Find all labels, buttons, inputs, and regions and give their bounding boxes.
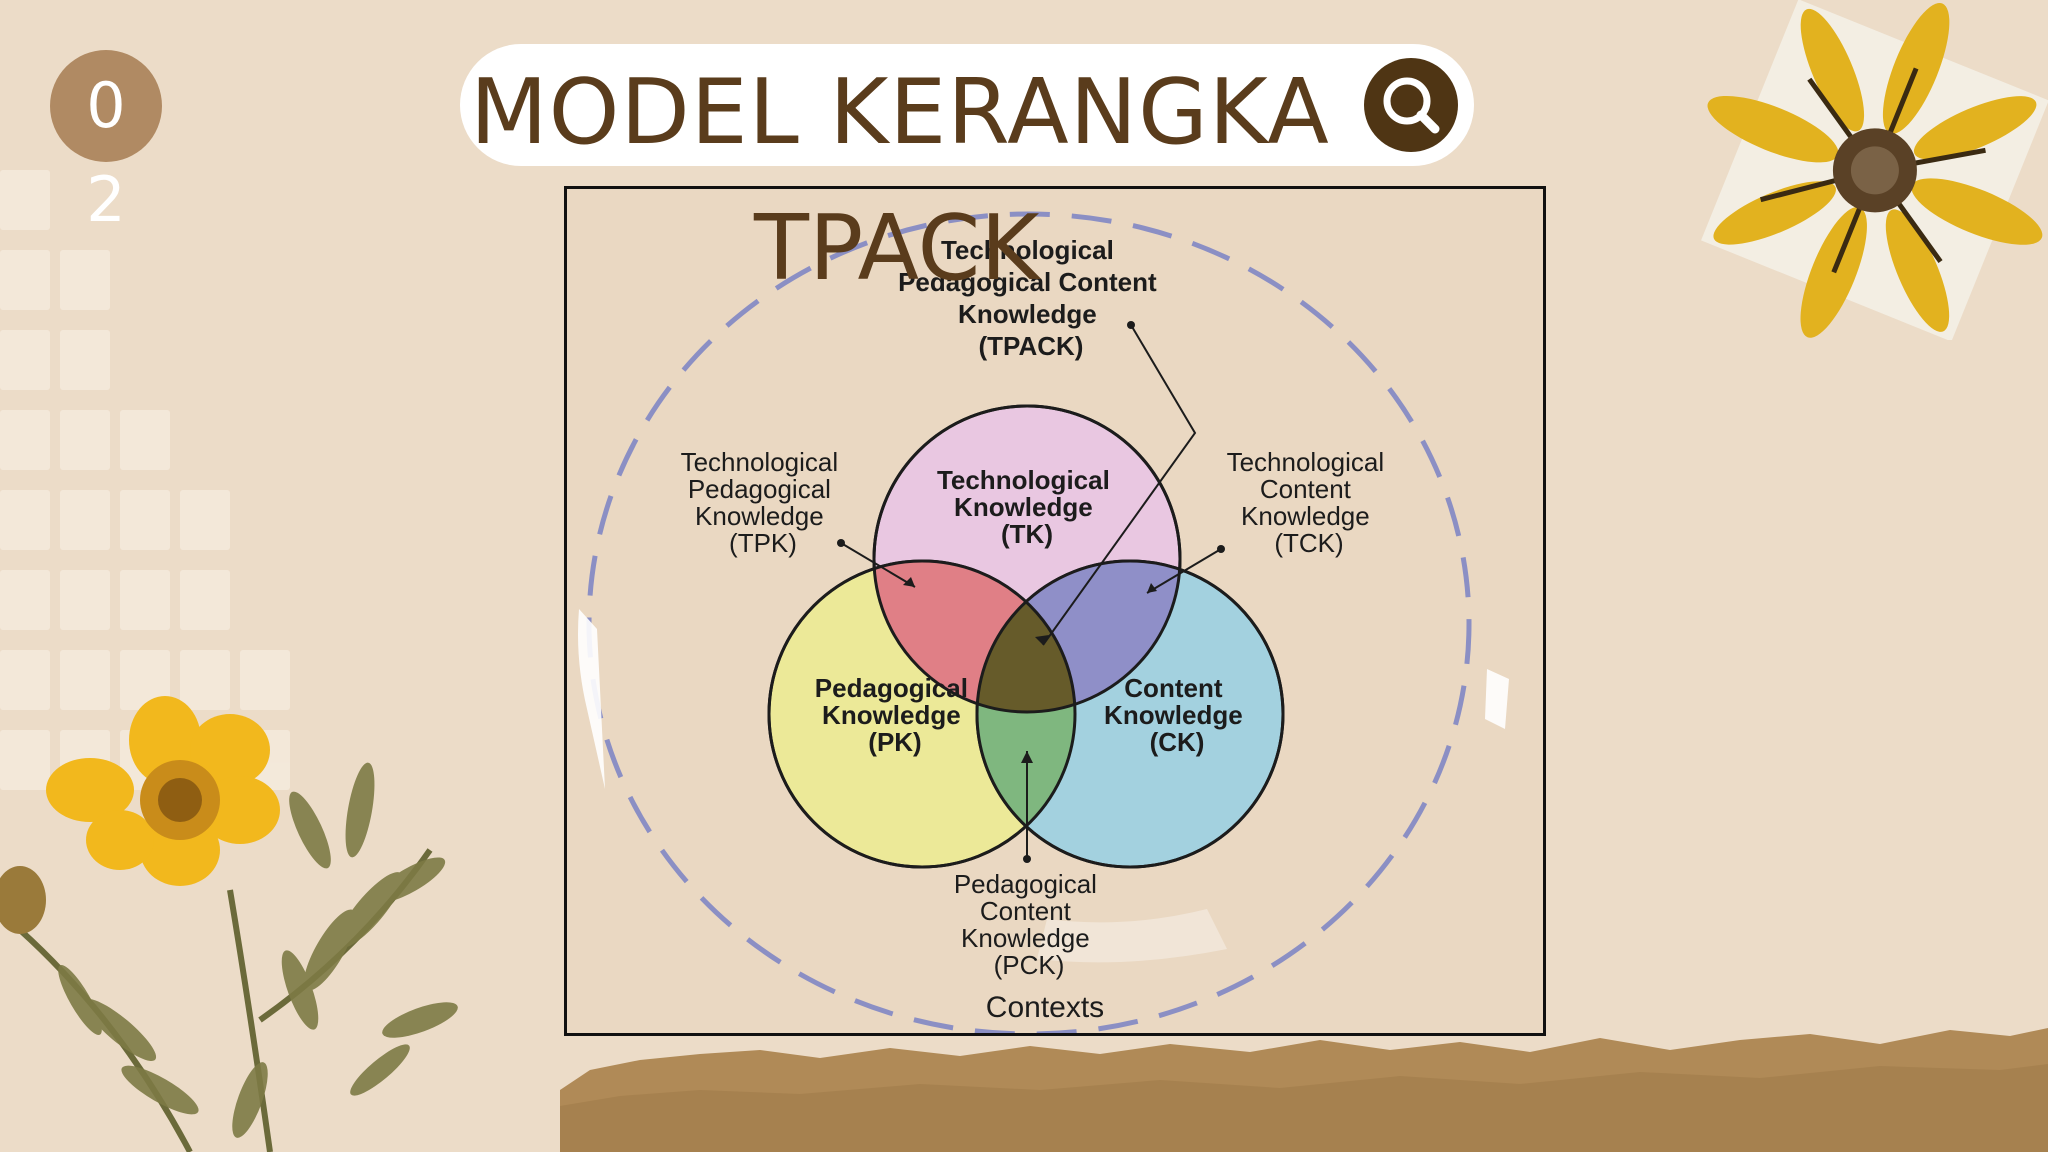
tck-label: Technological Content Knowledge (TCK) xyxy=(1227,447,1392,558)
title-pill xyxy=(460,44,1474,166)
tpack-pointer xyxy=(1042,324,1197,646)
tpack-label: Technological Pedagogical Content Knowle… xyxy=(898,235,1164,361)
page-title-line2: TPACK xyxy=(754,196,1040,301)
search-icon xyxy=(1383,77,1440,134)
pk-label: Pedagogical Knowledge (PK) xyxy=(815,673,975,757)
tk-label: Technological Knowledge (TK) xyxy=(937,465,1117,549)
ck-label: Content Knowledge (CK) xyxy=(1104,673,1250,757)
slide-number-bottom: 2 xyxy=(86,163,126,236)
page-title: MODEL KERANGKA xyxy=(470,60,1330,165)
contexts-label: Contexts xyxy=(986,991,1104,1024)
pressed-marigold-image xyxy=(0,696,458,1152)
search-button[interactable] xyxy=(1364,58,1458,152)
tpack-diagram: Technological Pedagogical Content Knowle… xyxy=(564,186,1546,1036)
tpk-label: Technological Pedagogical Knowledge (TPK… xyxy=(681,447,846,558)
pressed-sunflower-image xyxy=(1701,0,2048,340)
torn-paper-strip xyxy=(560,1028,2048,1152)
tpk-pointer xyxy=(840,542,916,588)
slide-number-badge xyxy=(50,50,162,162)
tck-pointer xyxy=(1146,548,1222,594)
pck-label: Pedagogical Content Knowledge (PCK) xyxy=(954,869,1104,980)
slide-number-top: 0 xyxy=(86,69,126,142)
